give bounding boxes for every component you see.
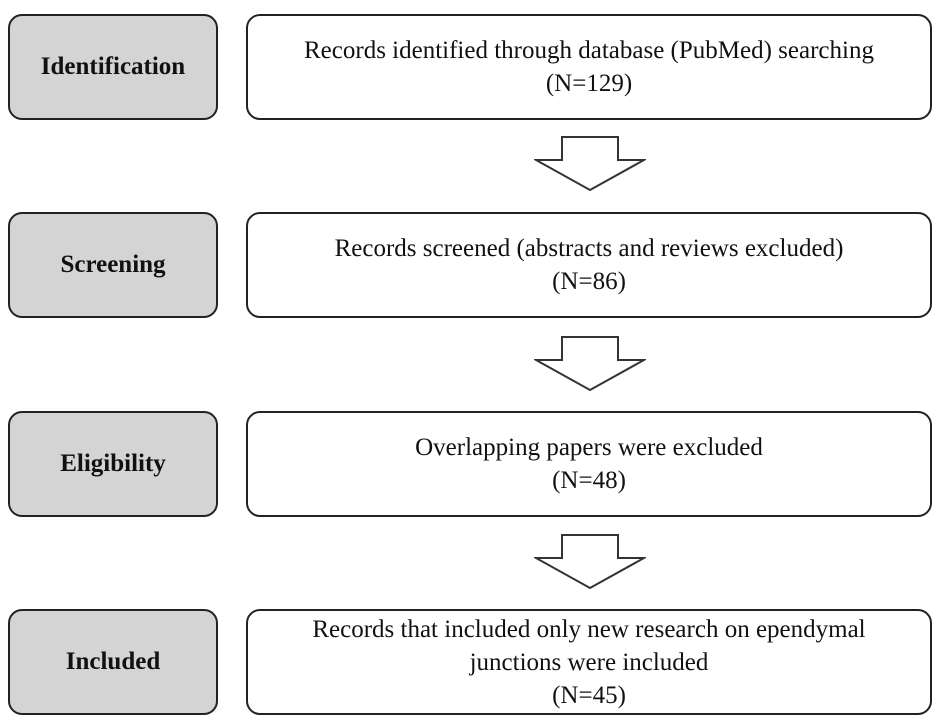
step-text: Records that included only new research … xyxy=(312,615,866,643)
step-text: Records identified through database (Pub… xyxy=(304,37,874,64)
stage-label-text: Identification xyxy=(40,53,186,80)
down-arrow-icon xyxy=(534,336,646,392)
stage-label-screening: Screening xyxy=(8,212,218,318)
step-count: (N=129) xyxy=(545,70,633,97)
down-arrow-icon xyxy=(534,534,646,590)
stage-label-text: Included xyxy=(65,648,161,675)
step-box-included: Records that included only new research … xyxy=(246,609,932,715)
step-box-eligibility: Overlapping papers were excluded (N=48) xyxy=(246,411,932,517)
step-count: (N=45) xyxy=(552,681,626,709)
stage-label-included: Included xyxy=(8,609,218,715)
step-count: (N=86) xyxy=(552,268,626,295)
step-count: (N=48) xyxy=(552,467,626,494)
step-text: Overlapping papers were excluded xyxy=(415,434,763,461)
stage-label-text: Screening xyxy=(60,251,166,278)
step-text: Records screened (abstracts and reviews … xyxy=(334,235,844,262)
step-box-screening: Records screened (abstracts and reviews … xyxy=(246,212,932,318)
stage-label-text: Eligibility xyxy=(60,450,166,477)
stage-label-eligibility: Eligibility xyxy=(8,411,218,517)
step-text: junctions were included xyxy=(469,648,709,676)
stage-label-identification: Identification xyxy=(8,14,218,120)
step-box-identification: Records identified through database (Pub… xyxy=(246,14,932,120)
down-arrow-icon xyxy=(534,136,646,192)
